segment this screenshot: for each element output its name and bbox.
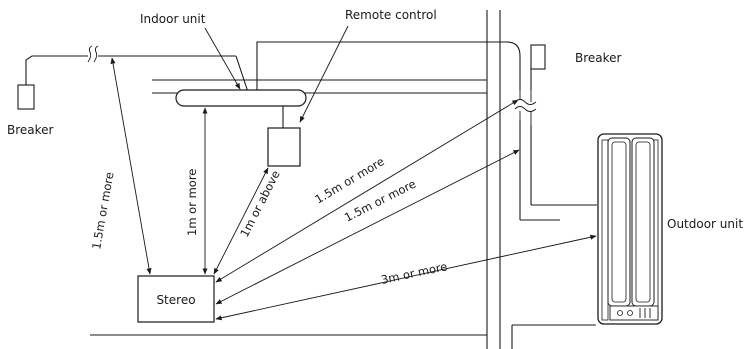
arrow-outdoor-to-stereo [215, 234, 597, 321]
right-wiring [256, 41, 597, 221]
indoor-unit-leader [204, 27, 241, 90]
breaker-right-label: Breaker [575, 51, 622, 65]
label-breaker-to-stereo: 1.5m or more [89, 171, 116, 251]
left-breaker-wiring [25, 45, 249, 93]
label-remote-to-stereo: 1m or above [237, 168, 283, 239]
indoor-unit-body [175, 89, 307, 107]
outdoor-unit-label: Outdoor unit [667, 217, 743, 231]
arrow-remote-to-stereo [213, 167, 269, 275]
remote-control-box [267, 127, 301, 167]
right-breaker-box [530, 44, 546, 70]
label-outdoor-to-stereo: 3m or more [380, 259, 449, 287]
stereo-label: Stereo [156, 293, 195, 307]
stereo-box [137, 275, 215, 323]
label-indoor-to-stereo: 1m or more [185, 169, 199, 236]
indoor-unit-label: Indoor unit [140, 12, 206, 26]
arrow-breaker-to-stereo [110, 57, 152, 275]
left-breaker-box [17, 84, 35, 110]
breaker-left-label: Breaker [7, 123, 54, 137]
remote-control-label: Remote control [345, 8, 437, 22]
remote-control-leader [299, 25, 349, 123]
outdoor-unit [597, 133, 663, 325]
